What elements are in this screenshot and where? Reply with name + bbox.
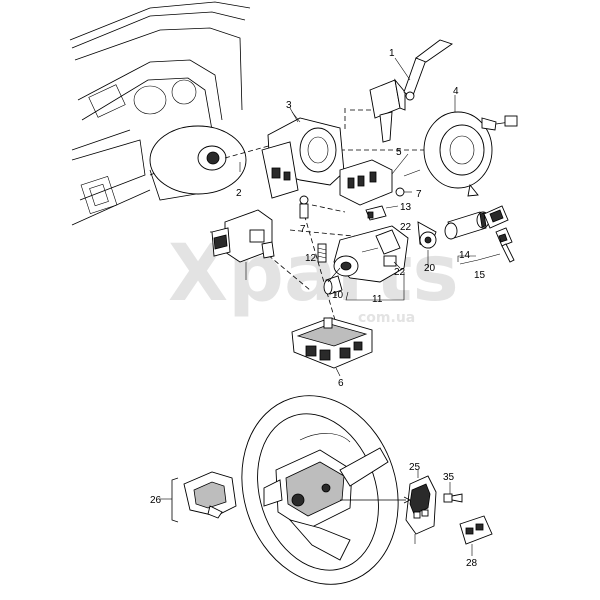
- part-20-lever: [417, 221, 437, 249]
- part-3-switch-housing: [261, 111, 345, 199]
- part-6-control-unit: [291, 317, 373, 377]
- assembly-lines: [210, 108, 430, 321]
- part-11-lock-housing: [333, 225, 409, 283]
- label-part-13: 13: [400, 202, 412, 213]
- part-14-lock-cylinder: [444, 211, 490, 240]
- part-26-cover: [160, 471, 237, 523]
- part-15-keys: [483, 205, 515, 263]
- part-25-multifunction-buttons: [405, 470, 437, 544]
- label-part-25: 25: [409, 462, 421, 473]
- label-part-10: 10: [332, 290, 344, 301]
- part-10-sleeve: [323, 275, 343, 295]
- watermark-sub: com.ua: [358, 310, 415, 326]
- part-35-screw: [443, 482, 463, 503]
- label-part-11: 11: [372, 294, 383, 305]
- watermark-main: Xparts: [168, 229, 459, 319]
- label-part-5: 5: [396, 147, 402, 158]
- watermark: Xparts com.ua: [168, 229, 459, 326]
- label-part-15: 15: [474, 270, 486, 281]
- wheel-leader-lines: [340, 496, 411, 504]
- label-part-22-upper: 22: [400, 222, 412, 233]
- part-7-screws: [299, 187, 412, 219]
- label-part-26: 26: [150, 495, 162, 506]
- label-part-28: 28: [466, 558, 478, 569]
- label-leaders: [239, 107, 501, 301]
- label-part-3: 3: [286, 100, 292, 111]
- label-part-7-upper: 7: [416, 189, 422, 200]
- label-part-14: 14: [459, 250, 471, 261]
- part-12-bolt: [317, 243, 327, 263]
- label-part-4: 4: [453, 86, 459, 97]
- label-part-12: 12: [305, 253, 317, 264]
- column-hub: [149, 125, 247, 201]
- label-part-22-lower: 22: [394, 267, 406, 278]
- steering-wheel: [241, 395, 399, 585]
- label-part-6: 6: [338, 378, 344, 389]
- part-1-stalk-switch: [369, 39, 453, 143]
- label-part-1: 1: [389, 48, 395, 59]
- part-28-switch-block: [459, 515, 493, 556]
- label-part-2: 2: [236, 188, 242, 199]
- dashboard-outline: [69, 1, 251, 226]
- part-4-clock-spring: [423, 95, 518, 197]
- part-13-connector: [365, 205, 399, 221]
- label-part-7-lower: 7: [300, 224, 306, 235]
- part-2-ignition-switch: [211, 209, 275, 280]
- part-5-switch-module: [339, 153, 409, 206]
- label-part-35: 35: [443, 472, 455, 483]
- part-labels: 1 4 3 5 7 13 2 7 22 12 20 14 22 15 10 11…: [150, 48, 486, 569]
- label-part-20: 20: [424, 263, 436, 274]
